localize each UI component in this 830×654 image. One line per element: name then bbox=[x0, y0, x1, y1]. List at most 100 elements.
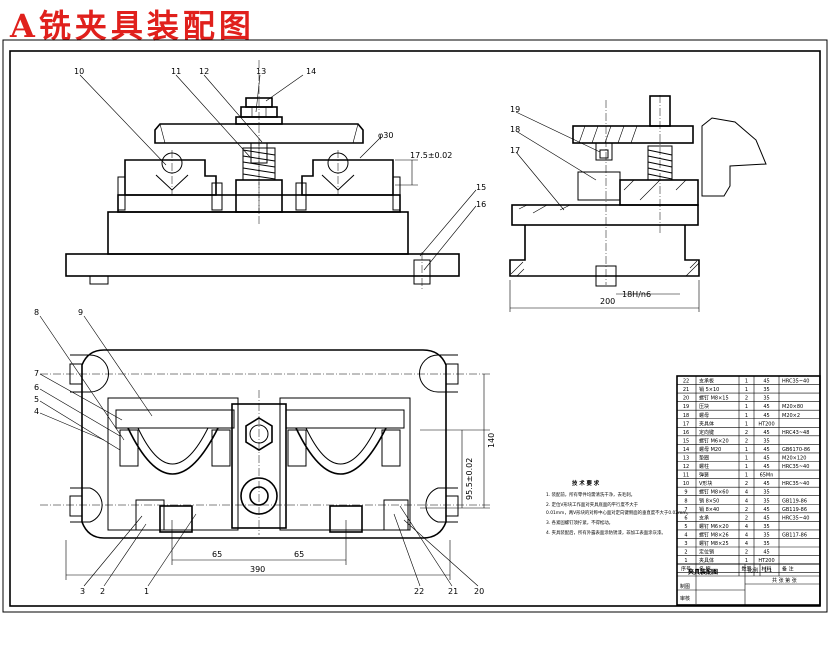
part-label-9: 9 bbox=[78, 308, 83, 317]
bom-cell-name: 定向键 bbox=[699, 429, 714, 436]
tolerance-17-5: 17.5±0.02 bbox=[410, 151, 452, 160]
diameter-30: φ30 bbox=[378, 131, 393, 140]
bom-cell-qty: 1 bbox=[745, 447, 748, 453]
front-view: 17.5±0.02 φ30 bbox=[65, 60, 477, 290]
bom-cell-name: 螺母 bbox=[699, 412, 709, 419]
bom-cell-name: 螺钉 M8×26 bbox=[699, 531, 729, 538]
bom-cell-name: 弹簧 bbox=[699, 472, 709, 479]
part-label-18: 18 bbox=[510, 125, 520, 134]
part-label-1: 1 bbox=[144, 587, 149, 596]
bom-cell-qty: 1 bbox=[745, 413, 748, 419]
bom-cell-qty: 2 bbox=[745, 430, 748, 436]
bom-cell-mat: 65Mn bbox=[760, 473, 774, 479]
bom-cell-no: 16 bbox=[683, 430, 689, 436]
note-line-5: 4. 夹具装配后，所有外露表面涂防锈漆，非加工表面涂灰漆。 bbox=[546, 529, 666, 536]
part-label-20: 20 bbox=[474, 587, 484, 596]
bom-cell-qty: 2 bbox=[745, 481, 748, 487]
width-200: 200 bbox=[600, 297, 615, 306]
scale-label: 比例 bbox=[748, 567, 758, 574]
bom-cell-qty: 1 bbox=[745, 379, 748, 385]
note-line-3: 0.01mm，两V形块的对称中心面对定向键侧面的垂直度不大于0.02mm。 bbox=[546, 509, 691, 516]
bom-cell-name: 支承 bbox=[699, 514, 709, 521]
bom-cell-qty: 4 bbox=[745, 498, 748, 504]
part-label-21: 21 bbox=[448, 587, 458, 596]
bom-cell-note: GB119-86 bbox=[782, 507, 807, 513]
bom-cell-qty: 1 bbox=[745, 558, 748, 564]
bom-cell-qty: 数量 bbox=[741, 566, 751, 573]
bom-cell-note: HRC43~48 bbox=[782, 430, 809, 436]
part-label-15: 15 bbox=[476, 183, 486, 192]
part-label-19: 19 bbox=[510, 105, 520, 114]
part-label-11: 11 bbox=[171, 67, 181, 76]
inner-border bbox=[9, 50, 821, 607]
bom-cell-no: 18 bbox=[683, 413, 689, 419]
bom-cell-qty: 2 bbox=[745, 438, 748, 444]
bom-cell-name: 螺钉 M6×20 bbox=[699, 523, 729, 530]
dimension-140: 140 bbox=[487, 433, 496, 448]
bom-cell-name: 垫圈 bbox=[699, 455, 709, 462]
bom-cell-no: 21 bbox=[683, 387, 689, 393]
bom-cell-mat: 35 bbox=[763, 532, 769, 538]
part-label-8: 8 bbox=[34, 308, 39, 317]
bom-cell-name: 夹具体 bbox=[699, 420, 714, 427]
bom-cell-mat: 45 bbox=[763, 413, 769, 419]
bom-cell-qty: 1 bbox=[745, 473, 748, 479]
bom-cell-qty: 2 bbox=[745, 515, 748, 521]
dimension-65-left: 65 bbox=[212, 550, 222, 559]
part-label-5: 5 bbox=[34, 395, 39, 404]
bom-cell-note: M20×120 bbox=[782, 456, 806, 462]
bom-cell-mat: 45 bbox=[763, 430, 769, 436]
bom-cell-note: HRC35~40 bbox=[782, 515, 809, 521]
bom-cell-mat: 材料 bbox=[761, 566, 771, 573]
bom-cell-mat: 45 bbox=[763, 447, 769, 453]
bom-cell-mat: 35 bbox=[763, 396, 769, 402]
part-label-7: 7 bbox=[34, 369, 39, 378]
part-label-10: 10 bbox=[74, 67, 84, 76]
bom-cell-name: 螺钉 M8×25 bbox=[699, 540, 729, 547]
bom-cell-name: 螺柱 bbox=[699, 463, 709, 470]
bom-cell-qty: 1 bbox=[745, 456, 748, 462]
notes-heading: 技 术 要 求 bbox=[572, 479, 600, 487]
part-label-2: 2 bbox=[100, 587, 105, 596]
bom-cell-no: 17 bbox=[683, 421, 689, 427]
part-label-3: 3 bbox=[80, 587, 85, 596]
bom-cell-name: 定位销 bbox=[699, 549, 714, 556]
bom-cell-mat: 35 bbox=[763, 490, 769, 496]
bom-cell-mat: 45 bbox=[763, 404, 769, 410]
bom-cell-mat: 35 bbox=[763, 438, 769, 444]
sheet-label: 共 张 第 张 bbox=[772, 577, 797, 584]
bom-cell-no: 22 bbox=[683, 379, 689, 385]
bom-cell-no: 2 bbox=[684, 550, 687, 556]
part-label-4: 4 bbox=[34, 407, 39, 416]
bom-cell-name: 螺钉 M8×15 bbox=[699, 395, 729, 402]
fit-18h-n6: 18H/n6 bbox=[622, 290, 651, 299]
bom-cell-no: 9 bbox=[684, 490, 687, 496]
bom-cell-note: 备 注 bbox=[782, 566, 794, 573]
bom-cell-mat: 45 bbox=[763, 507, 769, 513]
bom-cell-name: 名 称 bbox=[699, 566, 711, 573]
bom-cell-no: 19 bbox=[683, 404, 689, 410]
dimension-95-5: 95.5±0.02 bbox=[465, 458, 474, 500]
bom-cell-name: 压块 bbox=[699, 403, 709, 410]
bom-cell-qty: 4 bbox=[745, 524, 748, 530]
bom-cell-no: 13 bbox=[683, 456, 689, 462]
bom-cell-mat: HT200 bbox=[758, 558, 774, 564]
bom-cell-mat: 45 bbox=[763, 456, 769, 462]
bom-cell-name: 螺钉 M6×20 bbox=[699, 437, 729, 444]
bom-cell-qty: 4 bbox=[745, 541, 748, 547]
part-label-16: 16 bbox=[476, 200, 486, 209]
bom-cell-qty: 1 bbox=[745, 421, 748, 427]
bom-cell-qty: 2 bbox=[745, 507, 748, 513]
bom-cell-no: 20 bbox=[683, 396, 689, 402]
bom-cell-note: GB6170-86 bbox=[782, 447, 810, 453]
bom-cell-qty: 2 bbox=[745, 396, 748, 402]
bom-cell-name: 销 8×50 bbox=[699, 497, 719, 504]
part-label-22: 22 bbox=[414, 587, 424, 596]
plan-view bbox=[39, 315, 490, 587]
bom-cell-no: 8 bbox=[684, 498, 687, 504]
bom-cell-no: 5 bbox=[684, 524, 687, 530]
note-line-4: 3. 各紧固螺钉须拧紧，不得松动。 bbox=[546, 519, 613, 526]
checked-label: 审核 bbox=[680, 595, 690, 602]
dimension-65-right: 65 bbox=[294, 550, 304, 559]
